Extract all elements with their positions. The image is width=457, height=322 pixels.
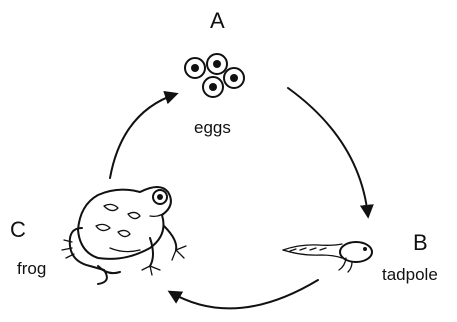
stage-c-label: frog [17, 259, 46, 278]
stage-c-letter: C [10, 217, 26, 242]
stage-b-label: tadpole [382, 265, 438, 284]
tadpole-icon [283, 242, 372, 272]
eggs-icon [185, 54, 244, 97]
frog-icon [62, 187, 186, 284]
arrow-eggs-to-tadpole [288, 88, 368, 216]
stage-a-label: eggs [194, 118, 231, 137]
arrow-frog-to-eggs [110, 94, 176, 178]
stage-a-letter: A [210, 8, 225, 33]
arrow-tadpole-to-frog [170, 280, 318, 308]
stage-b-letter: B [413, 230, 428, 255]
